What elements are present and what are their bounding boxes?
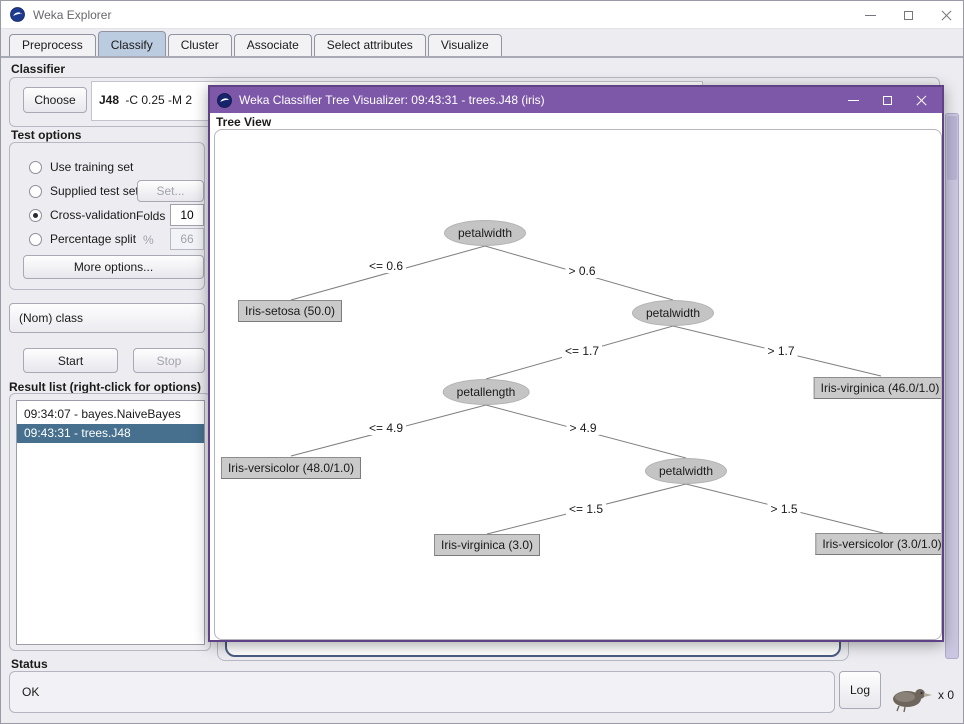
test-options-groupbox	[9, 142, 205, 290]
test-options-section-label: Test options	[11, 128, 82, 142]
use-training-set-label: Use training set	[50, 160, 134, 174]
radio-percentage-split[interactable]	[29, 232, 42, 246]
log-button[interactable]: Log	[839, 671, 881, 709]
folds-input[interactable]	[170, 204, 204, 226]
edge-label: > 0.6	[565, 264, 599, 278]
radio-use-training-set[interactable]	[29, 160, 42, 174]
dialog-weka-logo-icon	[217, 92, 232, 108]
start-button[interactable]: Start	[23, 348, 118, 373]
dialog-title: Weka Classifier Tree Visualizer: 09:43:3…	[239, 93, 545, 107]
edge-label: > 1.5	[767, 502, 801, 516]
status-panel: OK	[9, 671, 835, 713]
tree-node-petalwidth-3[interactable]: petalwidth	[644, 458, 728, 484]
radio-supplied-test-set[interactable]	[29, 184, 42, 198]
result-item-naivebayes[interactable]: 09:34:07 - bayes.NaiveBayes	[24, 407, 181, 421]
edge-label: > 1.7	[764, 344, 798, 358]
result-list-label: Result list (right-click for options)	[9, 380, 202, 394]
scheme-name: J48	[99, 93, 120, 107]
tab-select-attributes[interactable]: Select attributes	[313, 34, 426, 56]
more-options-button[interactable]: More options...	[23, 255, 204, 279]
tree-node-petalwidth-root[interactable]: petalwidth	[443, 220, 527, 246]
dialog-maximize-button[interactable]	[870, 87, 904, 113]
tree-leaf-iris-virginica-46[interactable]: Iris-virginica (46.0/1.0)	[813, 377, 941, 399]
set-button[interactable]: Set...	[137, 180, 204, 202]
tab-visualize[interactable]: Visualize	[427, 34, 502, 56]
dialog-close-icon	[916, 95, 927, 106]
tree-leaf-iris-virginica-3[interactable]: Iris-virginica (3.0)	[433, 534, 541, 556]
supplied-test-set-label: Supplied test set	[50, 184, 139, 198]
dialog-minimize-button[interactable]	[836, 87, 870, 113]
result-listbox: 09:34:07 - bayes.NaiveBayes 09:43:31 - t…	[16, 400, 205, 645]
result-item-j48[interactable]: 09:43:31 - trees.J48	[17, 424, 204, 443]
main-tabbar: Preprocess Classify Cluster Associate Se…	[1, 29, 963, 58]
dialog-close-button[interactable]	[904, 87, 938, 113]
edge-label: <= 0.6	[365, 259, 407, 273]
class-selector-combo[interactable]: (Nom) class	[9, 303, 205, 333]
tree-leaf-iris-versicolor-48[interactable]: Iris-versicolor (48.0/1.0)	[220, 457, 362, 479]
weka-counter: x 0	[938, 688, 955, 702]
window-title: Weka Explorer	[33, 7, 112, 22]
minimize-icon	[864, 14, 876, 16]
tab-classify[interactable]: Classify	[97, 31, 166, 56]
edge-label: > 4.9	[566, 421, 600, 435]
percent-input	[170, 228, 204, 250]
dialog-maximize-icon	[882, 95, 892, 105]
status-label: Status	[11, 657, 48, 671]
scheme-params: -C 0.25 -M 2	[125, 93, 193, 107]
cross-validation-label: Cross-validation	[50, 208, 137, 222]
edge-label: <= 1.7	[561, 344, 603, 358]
tab-preprocess[interactable]: Preprocess	[9, 34, 96, 56]
edge-label: <= 1.5	[565, 502, 607, 516]
maximize-icon	[903, 10, 913, 20]
tree-view-panel[interactable]: <= 0.6 > 0.6 <= 1.7 > 1.7 <= 4.9 > 4.9 <…	[214, 129, 942, 640]
tree-visualizer-dialog: Weka Classifier Tree Visualizer: 09:43:3…	[208, 85, 944, 642]
radio-cross-validation[interactable]	[29, 208, 42, 222]
scrollbar-thumb[interactable]	[947, 116, 957, 180]
tree-node-petalwidth-2[interactable]: petalwidth	[631, 300, 715, 326]
minimize-button[interactable]	[851, 1, 889, 29]
dialog-titlebar[interactable]: Weka Classifier Tree Visualizer: 09:43:3…	[210, 87, 942, 113]
percentage-split-label: Percentage split	[50, 232, 137, 246]
class-selector-value: (Nom) class	[19, 311, 84, 325]
tab-associate[interactable]: Associate	[233, 34, 312, 56]
tree-leaf-iris-versicolor-3[interactable]: Iris-versicolor (3.0/1.0)	[815, 533, 941, 555]
weka-bird-icon	[893, 689, 932, 713]
stop-button[interactable]: Stop	[133, 348, 205, 373]
close-button[interactable]	[927, 1, 963, 29]
dialog-minimize-icon	[847, 99, 859, 101]
tree-node-petallength[interactable]: petallength	[442, 379, 530, 405]
tree-leaf-iris-setosa[interactable]: Iris-setosa (50.0)	[237, 300, 343, 322]
classifier-output-scrollbar[interactable]	[945, 113, 959, 659]
classifier-section-label: Classifier	[11, 62, 66, 76]
percent-symbol-label: %	[143, 233, 154, 247]
weka-logo-icon	[10, 7, 25, 22]
folds-label: Folds	[136, 209, 166, 223]
choose-button[interactable]: Choose	[23, 87, 87, 113]
maximize-button[interactable]	[889, 1, 927, 29]
status-value: OK	[22, 685, 40, 699]
edge-label: <= 4.9	[365, 421, 407, 435]
window-titlebar: Weka Explorer	[1, 1, 963, 29]
tree-view-label: Tree View	[216, 115, 272, 129]
tab-cluster[interactable]: Cluster	[167, 34, 232, 56]
close-icon	[941, 10, 952, 21]
